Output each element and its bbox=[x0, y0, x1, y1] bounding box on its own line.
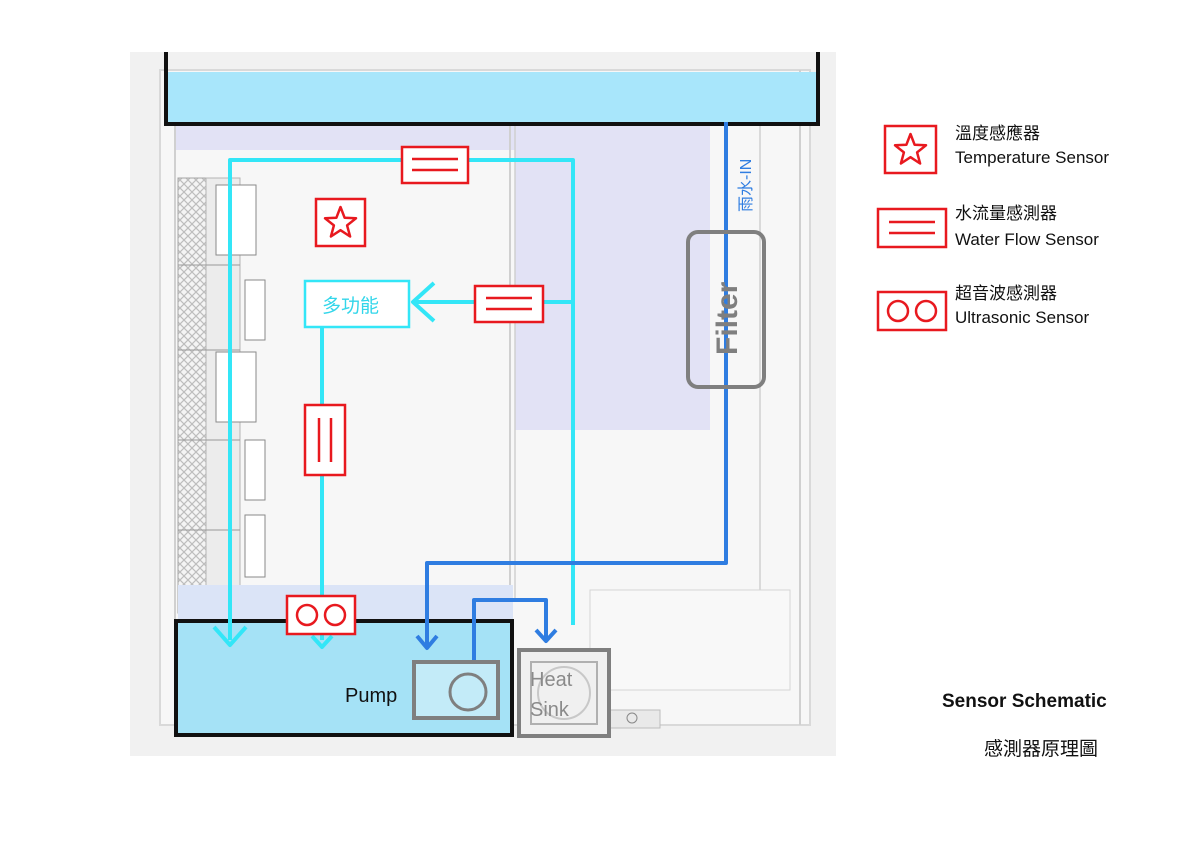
heat-sink bbox=[517, 648, 611, 738]
top-water-tank bbox=[168, 72, 816, 124]
diagram-title-en: Sensor Schematic bbox=[942, 691, 1107, 712]
legend-star-icon bbox=[893, 132, 928, 165]
blue-rain-pipes bbox=[415, 122, 728, 662]
legend-ultrasonic-zh: 超音波感測器 bbox=[955, 284, 1057, 303]
heat-sink-label-line2: Sink bbox=[530, 699, 570, 721]
filter-unit bbox=[686, 230, 766, 389]
temperature-sensor-marker bbox=[314, 197, 367, 248]
pump-label: Pump bbox=[345, 685, 397, 707]
water-flow-sensor-top bbox=[400, 145, 470, 185]
equipment-shelf bbox=[589, 589, 791, 691]
internal-panel-right bbox=[515, 125, 710, 430]
legend-temperature-en: Temperature Sensor bbox=[955, 148, 1110, 167]
heat-sink-label-line1: Heat bbox=[530, 669, 573, 691]
multifunction-box bbox=[303, 279, 411, 329]
legend-water-flow-icon bbox=[876, 207, 948, 249]
legend-temperature-icon bbox=[883, 124, 938, 175]
legend-ultrasonic-en: Ultrasonic Sensor bbox=[955, 308, 1090, 327]
diagram-title-zh: 感測器原理圖 bbox=[984, 739, 1099, 760]
pump-impeller-icon bbox=[448, 672, 488, 712]
grow-module-stack bbox=[177, 177, 266, 614]
filter-label: Filter bbox=[711, 281, 744, 355]
heat-sink-fan-icon bbox=[530, 661, 598, 725]
water-flow-sensor-middle bbox=[473, 284, 545, 324]
legend-temperature-zh: 溫度感應器 bbox=[955, 124, 1040, 143]
rain-in-label: 雨水-IN bbox=[737, 159, 755, 212]
legend-water-flow-zh: 水流量感測器 bbox=[955, 204, 1057, 223]
water-flow-sensor-vertical bbox=[303, 403, 347, 477]
legend-water-flow-en: Water Flow Sensor bbox=[955, 230, 1099, 249]
multifunction-label: 多功能 bbox=[322, 295, 379, 317]
ultrasonic-sensor-marker bbox=[285, 594, 357, 636]
star-icon bbox=[323, 205, 358, 238]
legend-ultrasonic-icon bbox=[876, 290, 948, 332]
pump-housing bbox=[412, 660, 500, 720]
top-tank-frame bbox=[164, 52, 820, 126]
